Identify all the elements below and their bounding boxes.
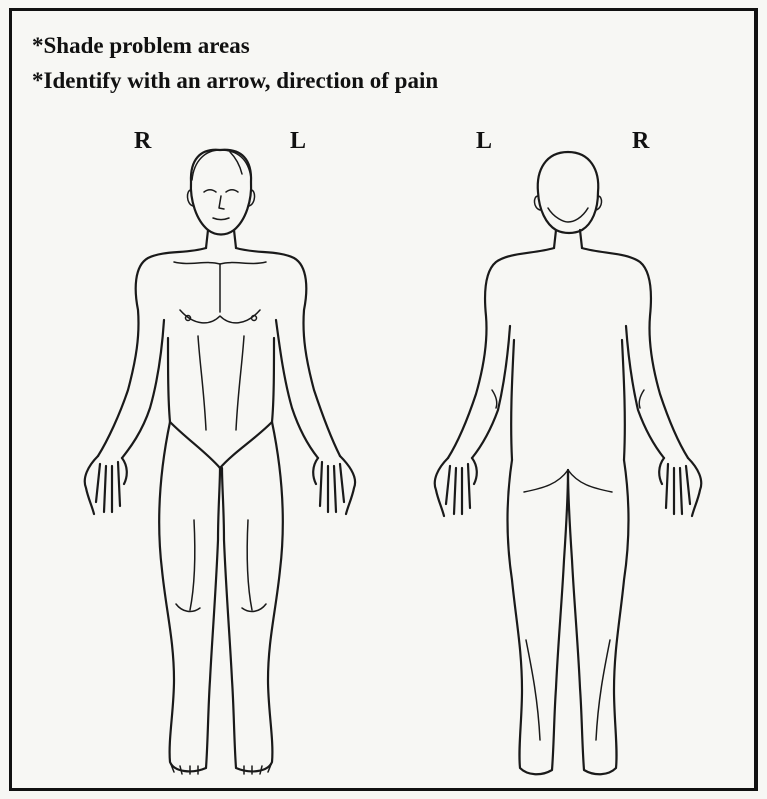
back-right-hand: [659, 458, 701, 516]
back-torso: [448, 248, 554, 458]
front-body-figure[interactable]: [70, 140, 370, 785]
front-legs: [159, 422, 220, 771]
instruction-shade: *Shade problem areas: [32, 28, 438, 63]
back-legs: [508, 460, 569, 774]
front-head: [191, 150, 251, 235]
instructions: *Shade problem areas *Identify with an a…: [32, 28, 438, 98]
front-left-hand: [313, 456, 355, 514]
back-body-figure[interactable]: [418, 140, 718, 785]
front-right-hand: [85, 456, 127, 514]
instruction-arrow: *Identify with an arrow, direction of pa…: [32, 63, 438, 98]
back-head: [538, 152, 599, 233]
front-torso: [98, 248, 206, 456]
back-left-hand: [435, 458, 477, 516]
